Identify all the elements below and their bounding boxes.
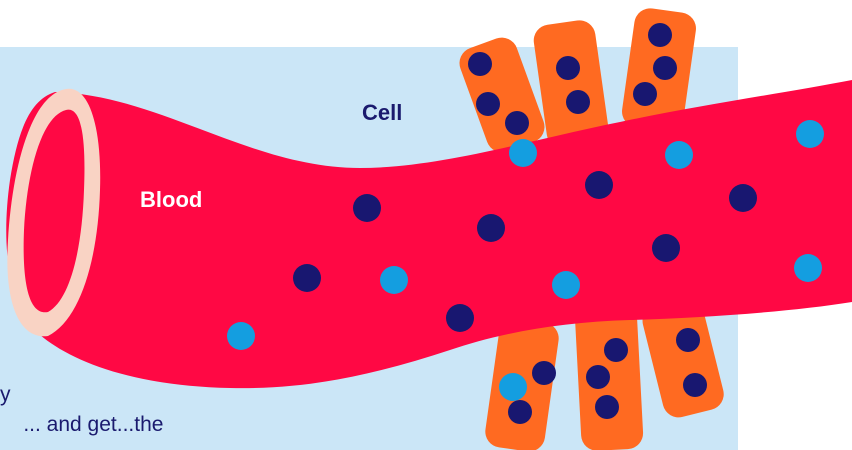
cut-off-caption-line1: y [0,380,230,410]
dark-particle [532,361,556,385]
dark-particle [505,111,529,135]
dark-particle [633,82,657,106]
dark-particle [676,328,700,352]
dark-particle [729,184,757,212]
dark-particle [648,23,672,47]
dark-particle [566,90,590,114]
dark-particle [477,214,505,242]
cell-label: Cell [362,100,402,126]
dark-particle [353,194,381,222]
light-particle [509,139,537,167]
cut-off-caption-line2: ... and get...the [0,410,230,440]
dark-particle [468,52,492,76]
cut-off-caption: y ... and get...the [0,380,230,450]
dark-particle [476,92,500,116]
dark-particle [595,395,619,419]
dark-particle [652,234,680,262]
dark-particle [653,56,677,80]
dark-particle [604,338,628,362]
dark-particle [683,373,707,397]
light-particle [227,322,255,350]
blood-label: Blood [140,187,202,213]
dark-particle [556,56,580,80]
light-particle [794,254,822,282]
light-particle [499,373,527,401]
light-particle [552,271,580,299]
dark-particle [586,365,610,389]
light-particle [380,266,408,294]
dark-particle [508,400,532,424]
light-particle [665,141,693,169]
light-particle [796,120,824,148]
dark-particle [446,304,474,332]
dark-particle [585,171,613,199]
dark-particle [293,264,321,292]
